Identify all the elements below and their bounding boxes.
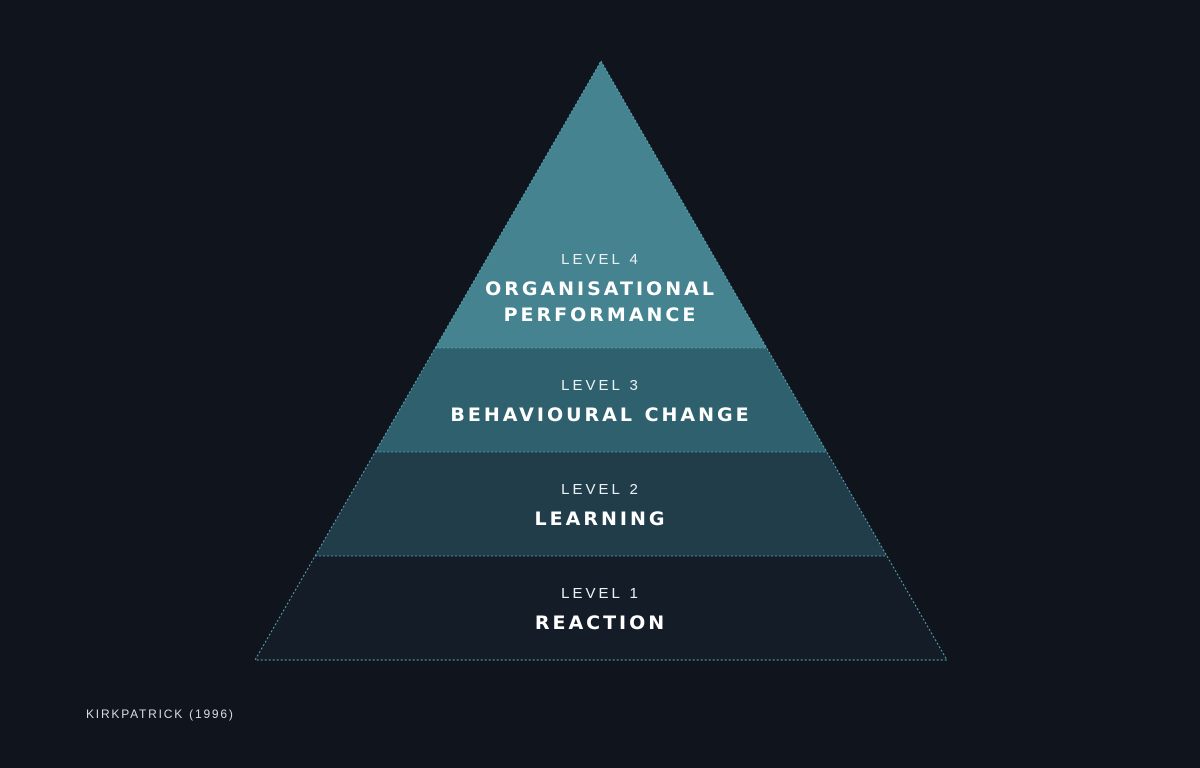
- level-title: PERFORMANCE: [504, 304, 699, 326]
- level-title: BEHAVIOURAL CHANGE: [450, 404, 751, 426]
- pyramid-outline: [254, 60, 948, 661]
- level-number-label: LEVEL 1: [561, 585, 641, 602]
- pyramid-band-shape: [315, 452, 887, 556]
- source-caption: KIRKPATRICK (1996): [86, 707, 235, 721]
- level-title: LEARNING: [535, 508, 668, 530]
- level-4-organisational-performance: LEVEL 4 ORGANISATIONAL PERFORMANCE: [435, 61, 767, 348]
- level-number-label: LEVEL 4: [561, 251, 641, 268]
- level-3-behavioural-change: LEVEL 3 BEHAVIOURAL CHANGE: [375, 348, 827, 452]
- pyramid-band-shape: [435, 61, 767, 348]
- level-title: ORGANISATIONAL: [485, 278, 717, 300]
- pyramid-band-shape: [255, 556, 947, 660]
- level-number-label: LEVEL 2: [561, 481, 641, 498]
- level-number-label: LEVEL 3: [561, 377, 641, 394]
- level-1-reaction: LEVEL 1 REACTION: [255, 556, 947, 660]
- level-title: REACTION: [535, 612, 667, 634]
- level-2-learning: LEVEL 2 LEARNING: [315, 452, 887, 556]
- pyramid-band-shape: [375, 348, 827, 452]
